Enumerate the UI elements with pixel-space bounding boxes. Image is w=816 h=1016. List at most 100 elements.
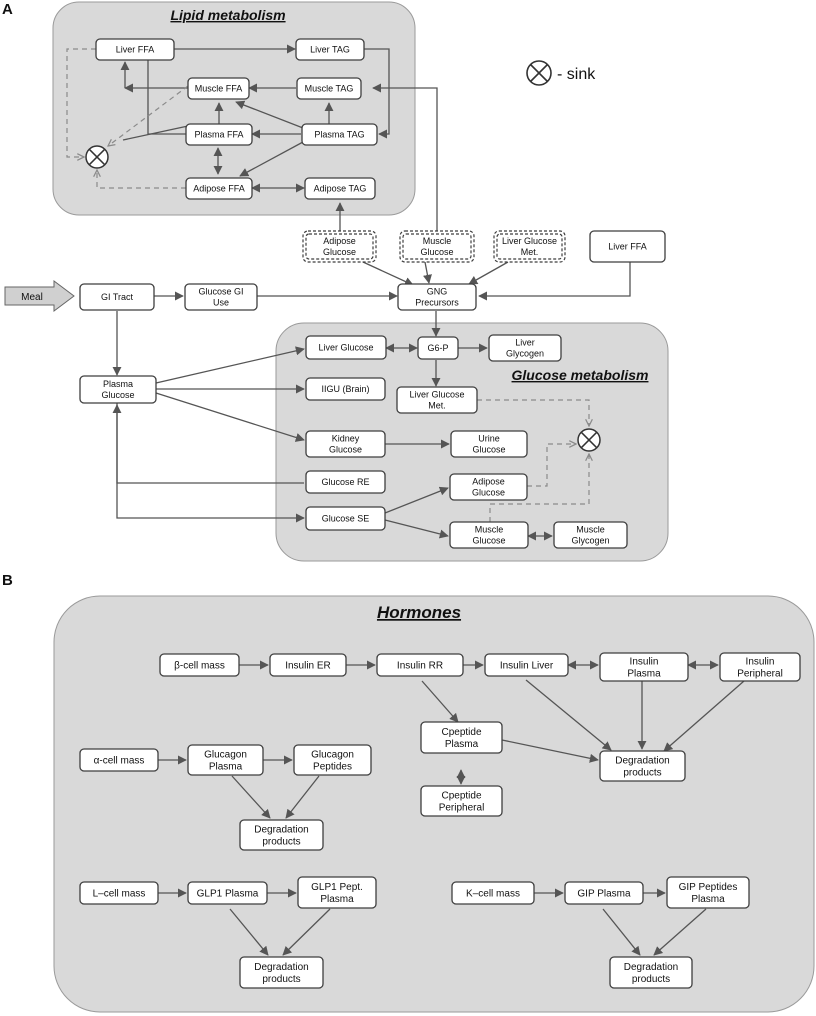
node-label: Adipose xyxy=(472,477,505,487)
node-label: Plasma xyxy=(209,762,243,773)
node-label: Kidney xyxy=(332,434,360,444)
node-label: Urine xyxy=(478,434,500,444)
sink-legend-label: - sink xyxy=(557,66,596,83)
node-plasma-tag: Plasma TAG xyxy=(301,123,378,146)
node-label: Liver FFA xyxy=(116,45,155,55)
node-label: Muscle xyxy=(423,236,452,246)
node-label: Liver Glucose xyxy=(318,343,373,353)
node-label: products xyxy=(632,974,670,985)
node-g6p: G6-P xyxy=(417,336,459,360)
node-label: Degradation xyxy=(615,756,669,767)
node-label: Muscle xyxy=(576,525,605,535)
node-k-cell-mass: K–cell mass xyxy=(451,881,535,905)
node-label: Met. xyxy=(521,247,539,257)
region-glucose-title: Glucose metabolism xyxy=(512,367,649,383)
node-glucose-se: Glucose SE xyxy=(305,506,386,531)
node-label: GIP Plasma xyxy=(577,889,631,900)
node-gi-tract: GI Tract xyxy=(79,283,155,311)
node-label: Glucose xyxy=(323,247,356,257)
node-label: Glucose GI xyxy=(198,287,243,297)
node-label: Glucose xyxy=(472,488,505,498)
node-label: Liver Glucose xyxy=(409,390,464,400)
node-plasma-ffa: Plasma FFA xyxy=(185,123,253,146)
node-label: Insulin Liver xyxy=(500,661,554,672)
node-muscle-tag: Muscle TAG xyxy=(296,77,362,100)
node-insulin-er: Insulin ER xyxy=(269,653,347,677)
node-alpha-cell-mass: α-cell mass xyxy=(79,748,159,772)
node-label: Glycogen xyxy=(506,349,544,359)
node-muscle-ffa: Muscle FFA xyxy=(187,77,250,100)
node-insulin-liver: Insulin Liver xyxy=(484,653,569,677)
node-label: Insulin xyxy=(746,657,775,668)
node-label: Glucose xyxy=(472,536,505,546)
node-label: GLP1 Plasma xyxy=(197,889,259,900)
sink-legend: - sink xyxy=(526,60,596,86)
node-label: β-cell mass xyxy=(174,661,225,672)
node-label: GIP Peptides xyxy=(679,882,738,893)
node-label: Plasma xyxy=(320,894,354,905)
node-label: Liver Glucose xyxy=(502,236,557,246)
node-label: Degradation xyxy=(624,962,678,973)
node-label: GNG xyxy=(427,287,448,297)
node-label: products xyxy=(262,837,300,848)
node-label: Plasma xyxy=(103,379,133,389)
node-label: products xyxy=(262,974,300,985)
meal-label: Meal xyxy=(21,292,43,303)
sink-icon xyxy=(577,428,601,452)
node-label: Peptides xyxy=(313,762,352,773)
node-iigu-brain: IIGU (Brain) xyxy=(305,377,386,401)
node-label: IIGU (Brain) xyxy=(321,384,369,394)
meal-arrow: Meal xyxy=(4,280,75,312)
panel-label-b: B xyxy=(2,572,13,589)
node-label: Muscle FFA xyxy=(195,84,243,94)
node-label: products xyxy=(623,768,661,779)
region-lipid-title: Lipid metabolism xyxy=(170,7,285,23)
node-label: Muscle xyxy=(475,525,504,535)
node-label: Liver xyxy=(515,338,535,348)
node-label: GI Tract xyxy=(101,292,134,302)
node-label: L–cell mass xyxy=(93,889,146,900)
node-label: Glucose xyxy=(472,445,505,455)
node-label: Liver FFA xyxy=(608,242,647,252)
node-label: Glucose xyxy=(101,390,134,400)
node-label: Plasma TAG xyxy=(314,130,364,140)
node-label: Peripheral xyxy=(439,803,485,814)
node-label: Glucose SE xyxy=(322,514,370,524)
node-label: Muscle TAG xyxy=(305,84,354,94)
node-label: Insulin xyxy=(630,657,659,668)
node-gip-plasma: GIP Plasma xyxy=(564,881,644,905)
sink-icon xyxy=(526,60,552,86)
node-beta-cell-mass: β-cell mass xyxy=(159,653,240,677)
node-label: Met. xyxy=(428,401,446,411)
node-label: Use xyxy=(213,298,229,308)
node-label: Cpeptide xyxy=(441,727,481,738)
node-label: Adipose FFA xyxy=(193,184,245,194)
node-label: Peripheral xyxy=(737,669,783,680)
node-glp1-plasma: GLP1 Plasma xyxy=(187,881,268,905)
node-label: Glycogen xyxy=(571,536,609,546)
node-insulin-rr: Insulin RR xyxy=(376,653,464,677)
node-label: GLP1 Pept. xyxy=(311,882,363,893)
node-label: G6-P xyxy=(427,343,448,353)
node-label: Plasma FFA xyxy=(194,130,243,140)
